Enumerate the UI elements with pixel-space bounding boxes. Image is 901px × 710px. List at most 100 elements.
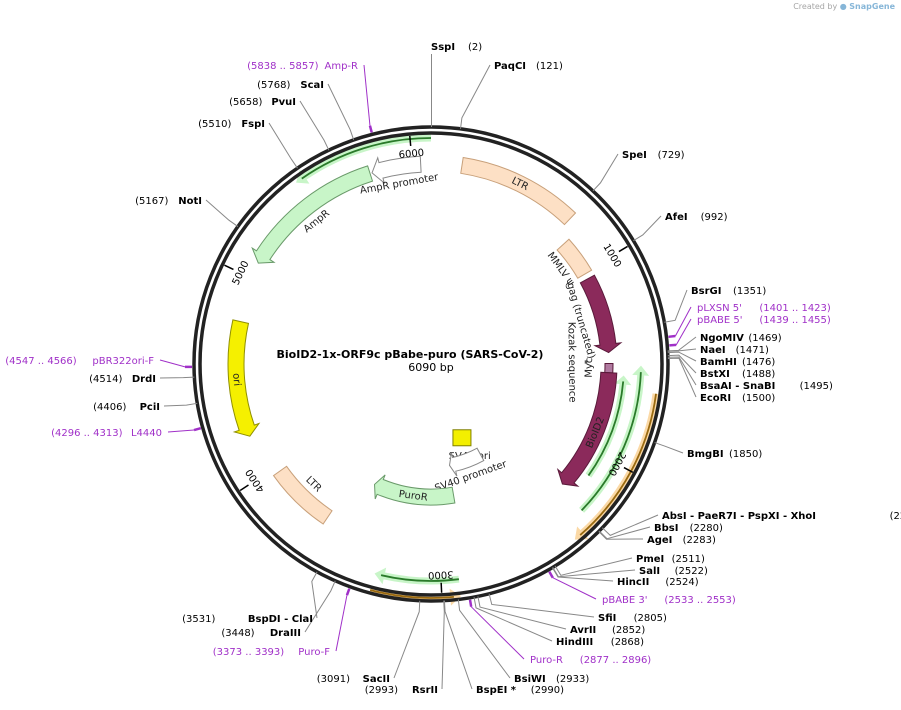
site-leader xyxy=(667,357,697,398)
site-leader xyxy=(664,289,688,323)
backbone-inner-strand xyxy=(198,131,664,597)
tick-mark xyxy=(618,245,628,253)
site-name: BspEI * xyxy=(476,685,517,696)
site-position: (2) xyxy=(468,42,482,53)
primer-leader xyxy=(167,429,195,433)
primer-range: (3373 .. 3393) xyxy=(213,647,285,658)
orf-arrow-line xyxy=(380,574,460,582)
site-position: (2283) xyxy=(683,535,716,546)
site-position: (4514) xyxy=(89,374,122,385)
tick-mark xyxy=(409,135,412,147)
primer-leader xyxy=(675,318,692,346)
orf-arrow-line xyxy=(587,381,625,477)
primer-mark xyxy=(193,426,202,432)
site-leader xyxy=(299,100,330,151)
primer-name: pLXSN 5' xyxy=(697,303,742,314)
site-leader xyxy=(667,351,697,362)
tick-mark xyxy=(239,484,249,492)
primer-name: Amp-R xyxy=(325,61,359,72)
site-name: PvuI xyxy=(271,97,296,108)
primer-range: (1401 .. 1423) xyxy=(759,303,831,314)
primer-mark xyxy=(368,125,373,133)
site-leader xyxy=(460,64,491,129)
feature-ltr xyxy=(272,465,333,525)
site-leader xyxy=(304,580,336,633)
site-position: (2280) xyxy=(690,523,723,534)
site-name: PmeI xyxy=(636,554,664,565)
snapgene-icon: ● xyxy=(839,2,847,11)
plasmid-name: BioID2-1x-ORF9c pBabe-puro (SARS-CoV-2) xyxy=(277,348,544,361)
primer-name: Puro-F xyxy=(298,647,330,658)
site-name: HincII xyxy=(617,577,649,588)
site-name: SalI xyxy=(639,566,660,577)
site-leader xyxy=(327,83,355,141)
primer-mark xyxy=(669,343,677,347)
site-name: AbsI - PaeR7I - PspXI - XhoI xyxy=(662,511,816,522)
feature-label: PuroR xyxy=(398,489,428,504)
site-position: (1488) xyxy=(742,369,775,380)
feature-mmlv xyxy=(556,238,593,279)
site-name: FspI xyxy=(241,119,265,130)
feature-gag-truncated xyxy=(579,274,623,354)
site-name: PaqCI xyxy=(494,61,526,72)
site-leader xyxy=(551,567,614,582)
primer-range: (5838 .. 5857) xyxy=(247,61,319,72)
tick-label: 1000 xyxy=(600,242,623,269)
site-name: NgoMIV xyxy=(700,333,744,344)
primer-range: (1439 .. 1455) xyxy=(759,315,831,326)
site-position: (5658) xyxy=(229,97,262,108)
site-name: ScaI xyxy=(300,80,324,91)
primer-range: (2877 .. 2896) xyxy=(580,655,652,666)
site-position: (1500) xyxy=(742,393,775,404)
site-position: (2868) xyxy=(611,637,644,648)
site-position: (992) xyxy=(701,212,728,223)
primer-range: (2533 .. 2553) xyxy=(664,595,736,606)
feature-label: ori xyxy=(230,373,242,387)
site-position: (2522) xyxy=(675,566,708,577)
site-position: (1850) xyxy=(729,449,762,460)
site-leader xyxy=(477,596,567,630)
orf-arrow-line xyxy=(580,372,642,511)
site-leader xyxy=(633,215,662,242)
site-name: BsiWI xyxy=(514,674,546,685)
site-leader xyxy=(667,354,697,374)
site-position: (2511) xyxy=(672,554,705,565)
feature-ori xyxy=(227,319,261,437)
feature-label: Myc xyxy=(584,358,595,378)
site-name: BspDI - ClaI xyxy=(248,614,313,625)
site-leader xyxy=(268,122,298,169)
site-position: (729) xyxy=(658,150,685,161)
primer-name: pBABE 5' xyxy=(697,315,743,326)
site-name: EcoRI xyxy=(700,393,731,404)
site-leader xyxy=(163,402,198,407)
site-leader xyxy=(393,600,421,679)
site-position: (2852) xyxy=(612,625,645,636)
primer-mark xyxy=(468,599,473,607)
feature-ltr xyxy=(460,156,577,226)
site-position: (1495) xyxy=(800,381,833,392)
primer-name: pBABE 3' xyxy=(602,595,648,606)
site-position: (2805) xyxy=(634,613,667,624)
site-position: (1469) xyxy=(748,333,781,344)
primer-leader xyxy=(674,306,692,337)
site-name: DrdI xyxy=(132,374,156,385)
site-name: BbsI xyxy=(654,523,678,534)
site-position: (2990) xyxy=(531,685,564,696)
primer-name: pBR322ori-F xyxy=(92,356,154,367)
orf-arrow-band xyxy=(574,393,660,540)
primer-leader xyxy=(552,577,597,600)
tick-mark xyxy=(623,466,634,473)
site-position: (2524) xyxy=(665,577,698,588)
site-name: SacII xyxy=(363,674,390,685)
site-position: (3091) xyxy=(317,674,350,685)
primer-name: L4440 xyxy=(131,428,162,439)
feature-sv40-promoter xyxy=(448,447,485,477)
orf-arrow-line xyxy=(301,137,432,180)
site-name: AgeI xyxy=(647,535,672,546)
primer-leader xyxy=(363,64,371,126)
site-position: (3448) xyxy=(221,628,254,639)
primer-layer: Amp-R (5838 .. 5857) pLXSN 5' (1401 .. 1423… xyxy=(5,61,831,666)
snapgene-credit: Created by ● SnapGene xyxy=(793,2,895,11)
tick-label: 6000 xyxy=(398,148,424,161)
site-position: (4406) xyxy=(93,402,126,413)
